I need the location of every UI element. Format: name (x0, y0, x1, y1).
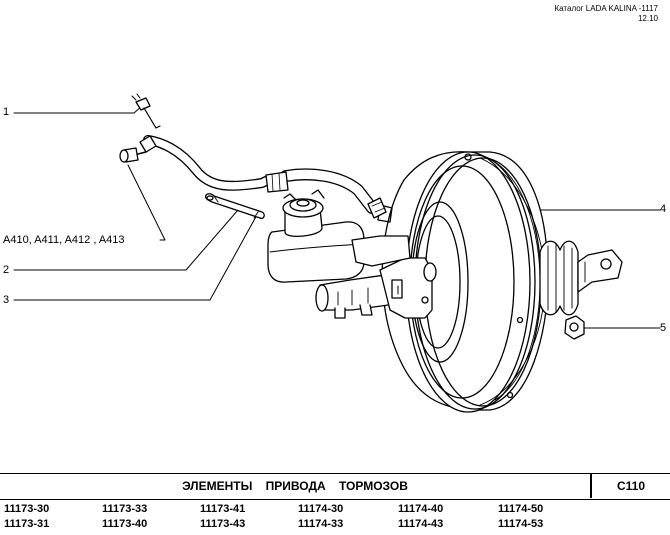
section-title: ЭЛЕМЕНТЫ ПРИВОДА ТОРМОЗОВ (182, 479, 408, 493)
callout-2: 2 (3, 264, 10, 276)
master-cylinder (315, 257, 437, 319)
model-code: 11173-31 (4, 518, 50, 530)
callout-variants: A410, A411, A412 , A413 (3, 234, 125, 246)
leader-line-variants (127, 164, 166, 241)
push-rod-boot (539, 240, 623, 316)
model-code: 11174-53 (498, 518, 544, 530)
section-code: C110 (616, 479, 646, 493)
leader-line-1 (13, 105, 143, 114)
model-code: 11173-33 (102, 503, 148, 515)
model-code: 11173-30 (4, 503, 50, 515)
section-divider (590, 474, 592, 498)
callout-4: 4 (660, 203, 667, 215)
brake-assembly-drawing (13, 93, 661, 413)
model-code: 11173-40 (102, 518, 148, 530)
fluid-reservoir (267, 189, 411, 283)
leader-line-3 (13, 212, 259, 301)
leader-line-2 (13, 209, 239, 271)
callout-3: 3 (3, 294, 10, 306)
nut (564, 315, 585, 340)
model-code: 11174-40 (398, 503, 444, 515)
catalog-title: Каталог LADA KALINA -1117 (554, 4, 659, 13)
model-code: 11174-33 (298, 518, 344, 530)
callout-1: 1 (3, 106, 10, 118)
model-code: 11174-30 (298, 503, 344, 515)
model-code: 11173-41 (200, 503, 246, 515)
vacuum-hose (139, 135, 387, 219)
leader-lines (13, 105, 661, 329)
model-code: 11174-50 (498, 503, 544, 515)
check-valve (131, 93, 161, 129)
catalog-date: 12.10 (637, 14, 658, 23)
model-code: 11174-43 (398, 518, 444, 530)
model-code: 11173-43 (200, 518, 246, 530)
callout-5: 5 (660, 322, 667, 334)
section-title-bar: ЭЛЕМЕНТЫ ПРИВОДА ТОРМОЗОВ C110 (0, 473, 670, 500)
hose-clamp (204, 193, 265, 220)
hose-connector (119, 147, 147, 163)
